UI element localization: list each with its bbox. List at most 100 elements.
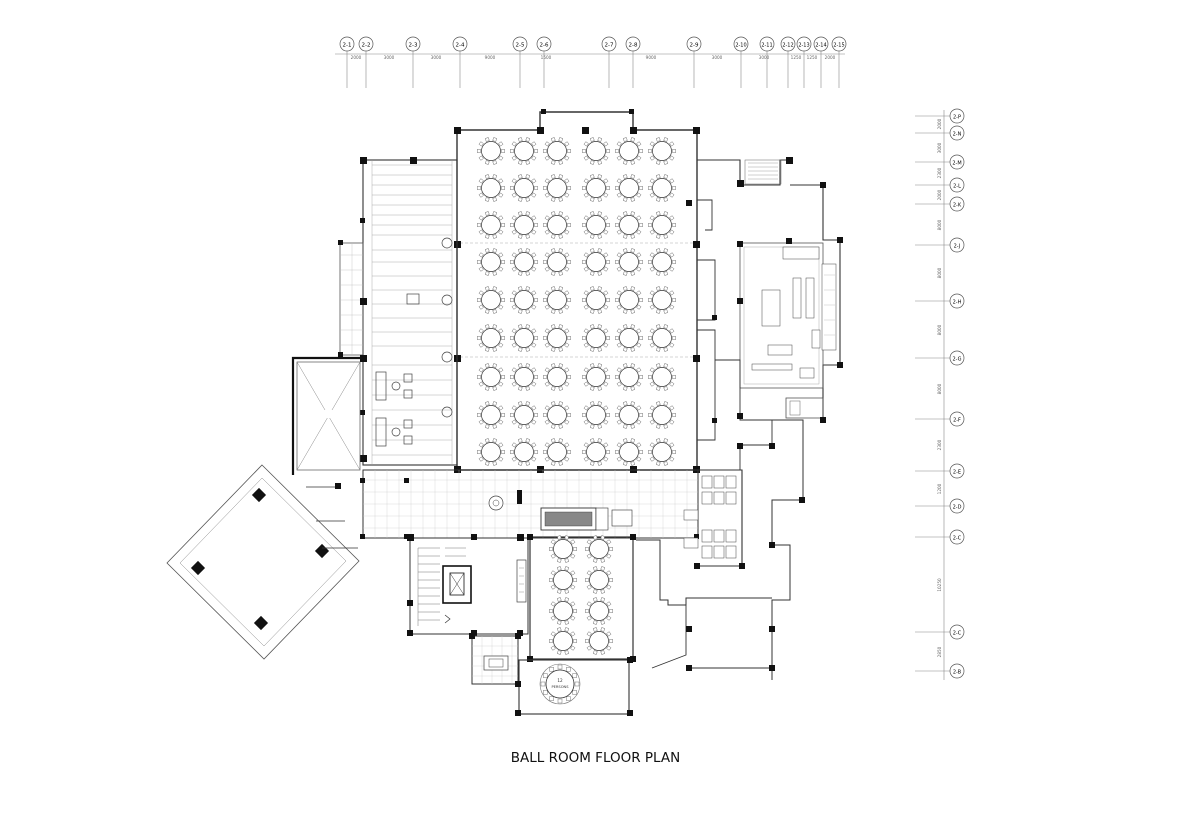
table-chair (557, 597, 562, 602)
round-table-top (547, 252, 567, 272)
table-chair (492, 234, 497, 239)
svg-text:8000: 8000 (937, 267, 942, 278)
table-chair (583, 178, 589, 184)
table-chair (623, 309, 628, 314)
svg-text:2-P: 2-P (953, 115, 961, 121)
table-chair (630, 438, 635, 443)
table-chair (669, 192, 675, 198)
table-chair (501, 375, 505, 379)
table-chair (511, 229, 517, 235)
table-chair (544, 405, 550, 411)
banquet-round-table (648, 248, 676, 276)
table-chair (573, 547, 577, 551)
table-chair (518, 401, 523, 406)
table-chair (551, 197, 556, 202)
table-chair (511, 192, 517, 198)
table-chair (590, 234, 595, 239)
table-chair (549, 578, 553, 582)
table-chair (531, 155, 537, 161)
round-table-top (586, 141, 606, 161)
banquet-round-table (477, 438, 505, 466)
table-chair (531, 328, 537, 334)
table-chair (663, 401, 668, 406)
svg-text:3000: 3000 (384, 55, 395, 60)
table-chair (477, 450, 481, 454)
table-chair (630, 309, 635, 314)
banquet-round-table (510, 211, 538, 239)
banquet-round-table (615, 137, 643, 165)
table-chair (582, 375, 586, 379)
table-chair (623, 347, 628, 352)
svg-text:2-4: 2-4 (456, 43, 465, 49)
table-chair (531, 266, 537, 272)
top-axis-2-1: 2-1 (339, 36, 355, 88)
table-chair (648, 336, 652, 340)
svg-text:2000: 2000 (351, 55, 362, 60)
svg-text:2-M: 2-M (952, 161, 961, 167)
table-chair (583, 215, 589, 221)
table-chair (485, 347, 490, 352)
table-chair (616, 252, 622, 258)
table-chair (543, 298, 547, 302)
table-chair (543, 375, 547, 379)
table-chair (551, 363, 556, 368)
table-chair (525, 271, 530, 276)
round-table-top (619, 178, 639, 198)
table-chair (616, 290, 622, 296)
table-chair (583, 442, 589, 448)
table-chair (510, 298, 514, 302)
table-chair (603, 178, 609, 184)
table-chair (583, 155, 589, 161)
table-chair (485, 137, 490, 142)
table-chair (582, 186, 586, 190)
banquet-round-table (543, 438, 571, 466)
svg-text:2-7: 2-7 (605, 43, 614, 49)
top-axis-2-11: 2-11 (759, 36, 775, 88)
table-chair (597, 160, 602, 165)
table-chair (669, 405, 675, 411)
table-chair (498, 419, 504, 425)
table-chair (544, 456, 550, 462)
table-chair (551, 174, 556, 179)
table-chair (616, 215, 622, 221)
table-chair (636, 266, 642, 272)
table-chair (525, 461, 530, 466)
table-chair (544, 155, 550, 161)
table-chair (630, 211, 635, 216)
table-chair (649, 381, 655, 387)
table-chair (567, 336, 571, 340)
table-chair (590, 324, 595, 329)
table-chair (597, 309, 602, 314)
top-axis-2-8: 2-8 (625, 36, 641, 88)
table-chair (590, 401, 595, 406)
banquet-round-table (648, 286, 676, 314)
table-chair (600, 620, 605, 625)
table-chair (550, 553, 556, 559)
table-chair (630, 248, 635, 253)
table-chair (567, 450, 571, 454)
table-chair (558, 309, 563, 314)
round-table-top (514, 215, 534, 235)
table-chair (551, 461, 556, 466)
table-chair (477, 149, 481, 153)
banquet-round-table (510, 401, 538, 429)
table-chair (543, 149, 547, 153)
round-table-top (619, 405, 639, 425)
table-chair (492, 401, 497, 406)
table-chair (616, 405, 622, 411)
function-room-south (516, 534, 636, 662)
table-chair (593, 627, 598, 632)
round-table-top (619, 442, 639, 462)
table-chair (606, 645, 612, 651)
table-chair (663, 174, 668, 179)
table-chair (649, 328, 655, 334)
table-chair (485, 211, 490, 216)
table-chair (518, 461, 523, 466)
table-chair (669, 155, 675, 161)
function-round-table (549, 566, 577, 594)
round-table-top (481, 367, 501, 387)
round-table-top (481, 178, 501, 198)
table-chair (478, 141, 484, 147)
table-chair (558, 363, 563, 368)
table-chair (603, 304, 609, 310)
